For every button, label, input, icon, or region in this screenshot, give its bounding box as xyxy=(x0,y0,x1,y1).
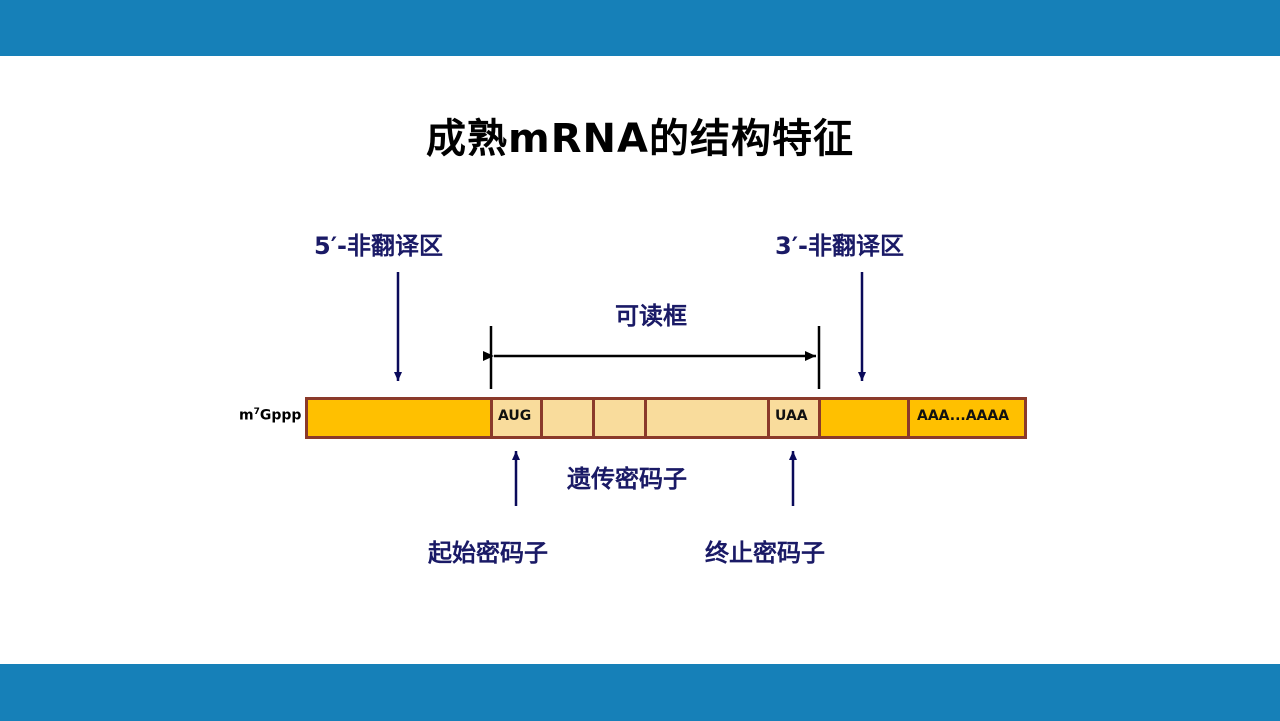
stop-codon-text: UAA xyxy=(775,408,808,424)
start-codon-label: 起始密码子 xyxy=(428,539,548,567)
bottom-banner xyxy=(0,664,1280,721)
polya-segment xyxy=(907,397,1027,439)
utr5-segment xyxy=(305,397,493,439)
utr3-segment xyxy=(818,397,910,439)
stop-codon-label: 终止密码子 xyxy=(705,539,825,567)
codon-segment xyxy=(540,397,595,439)
orf-label: 可读框 xyxy=(615,302,687,330)
stop-codon-segment xyxy=(767,397,821,439)
polya-text: AAA...AAAA xyxy=(917,408,1010,424)
slide-title: 成熟mRNA的结构特征 xyxy=(426,116,854,162)
cap-prefix: m xyxy=(239,407,254,424)
cap-label: m7Gppp xyxy=(239,407,301,424)
utr3-label: 3′-非翻译区 xyxy=(775,232,904,260)
codon-segment xyxy=(644,397,770,439)
cap-superscript: 7 xyxy=(253,407,260,417)
top-banner xyxy=(0,0,1280,56)
codon-label: 遗传密码子 xyxy=(567,465,687,493)
start-codon-segment xyxy=(490,397,543,439)
utr5-label: 5′-非翻译区 xyxy=(314,232,443,260)
codon-segment xyxy=(592,397,647,439)
start-codon-text: AUG xyxy=(498,408,532,424)
cap-suffix: Gppp xyxy=(259,407,302,424)
